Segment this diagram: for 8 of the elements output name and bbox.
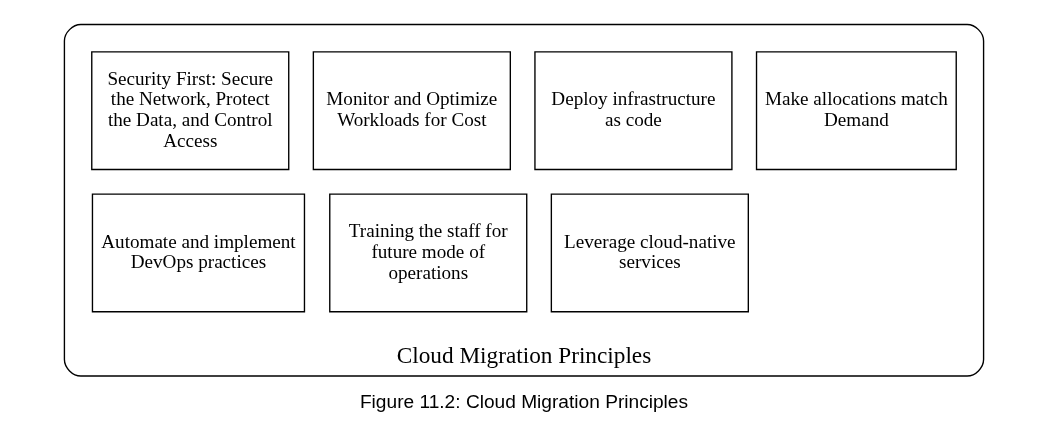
node-box: Make allocations match Demand	[755, 51, 957, 171]
node-box: Monitor and Optimize Workloads for Cost	[312, 51, 511, 171]
node-box: Training the staff for future mode of operations	[329, 193, 528, 313]
node-box: Automate and implement DevOps practices	[91, 193, 306, 313]
caption: Figure 11.2: Cloud Migration Principles	[359, 390, 689, 412]
node-box: Security First: Secure the Network, Protect the Data, and Control Access	[91, 51, 290, 171]
node-box: Deploy infrastructure as code	[534, 51, 733, 171]
node-box: Leverage cloud-native services	[550, 193, 749, 313]
